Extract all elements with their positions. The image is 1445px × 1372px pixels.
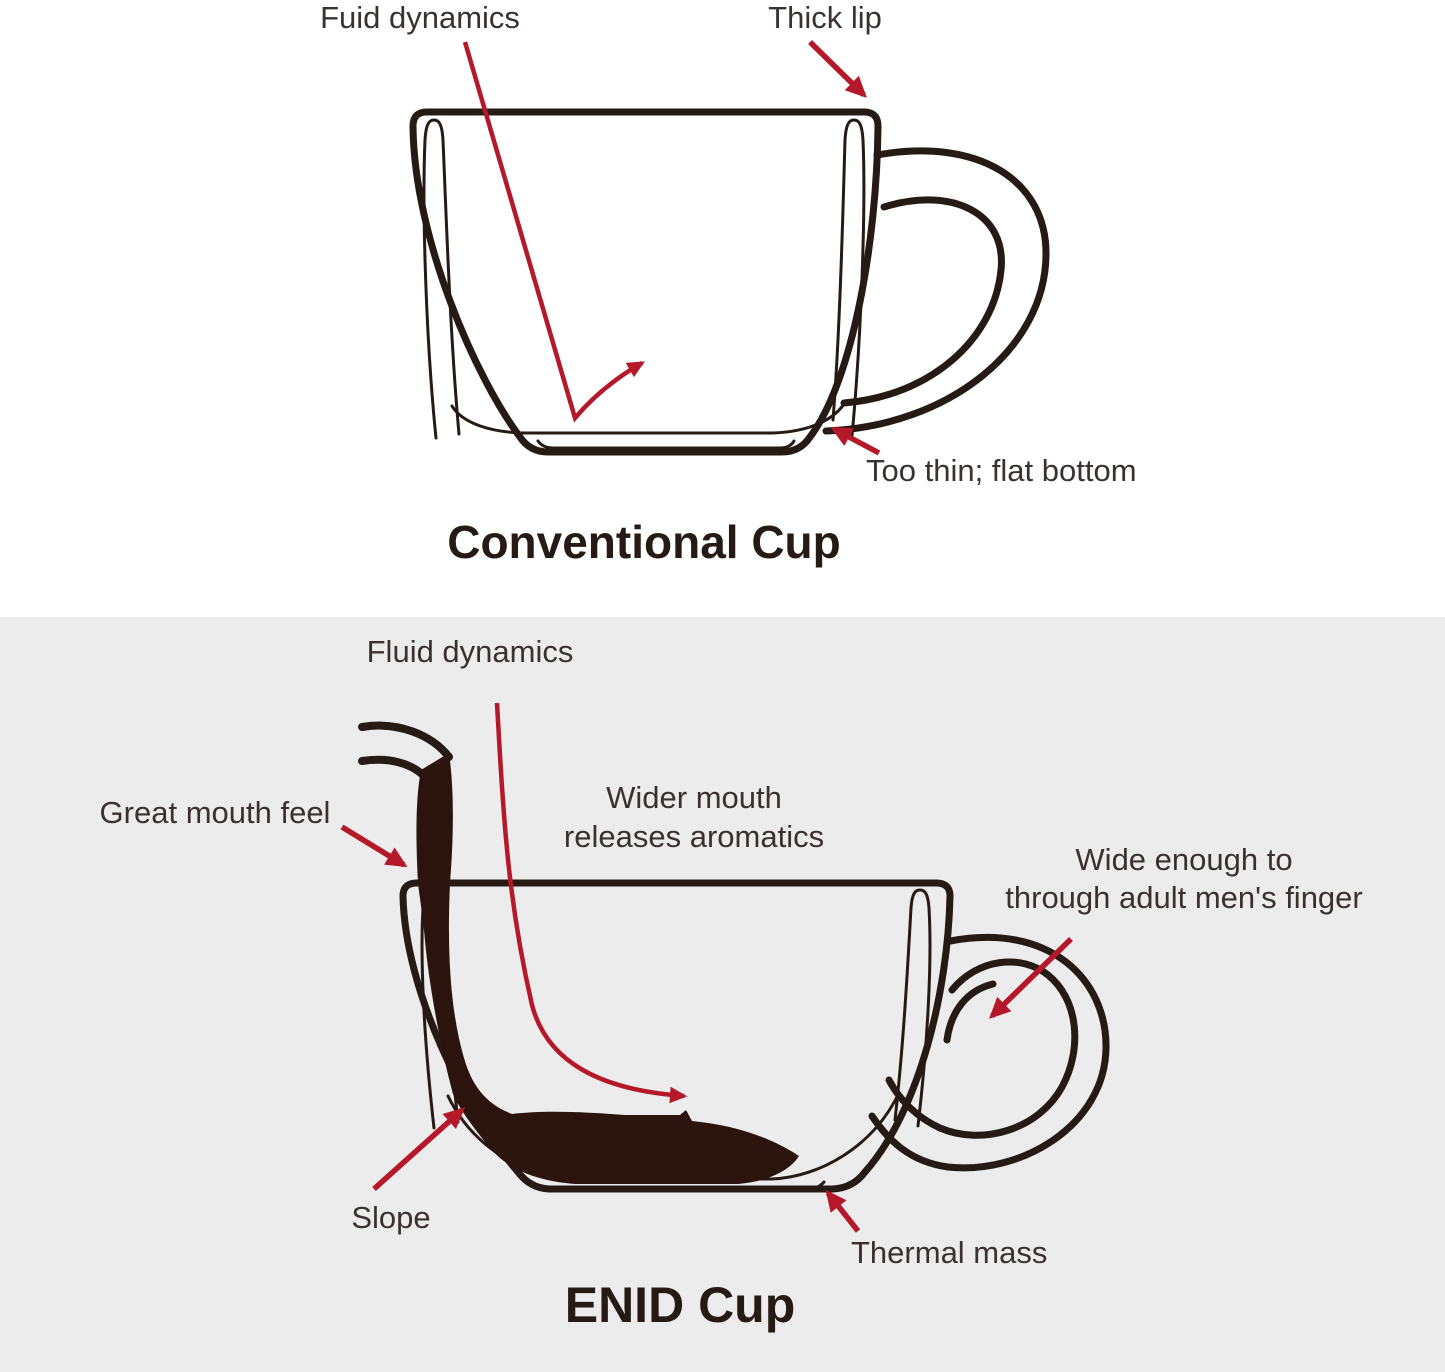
- spout-lower-line: [358, 755, 427, 779]
- thermal-mass-arrow: [825, 1189, 861, 1233]
- wider-mouth-label-line1: Wider mouth: [606, 780, 782, 815]
- thick-lip-label: Thick lip: [768, 0, 882, 35]
- enid-inner-wall-right: [893, 888, 932, 1128]
- wide-enough-label-line2: through adult men's finger: [1005, 880, 1362, 915]
- thick-lip-arrow: [808, 40, 867, 98]
- great-mouth-feel-arrow: [340, 824, 408, 868]
- slope-label: Slope: [351, 1200, 430, 1235]
- slope-arrow: [372, 1107, 466, 1192]
- fuid-dynamics-label: Fuid dynamics: [320, 0, 520, 35]
- enid-cup-panel: Fluid dynamics Great mouth feel Wider mo…: [100, 634, 1363, 1333]
- conventional-inner-wall-left: [422, 118, 461, 440]
- conventional-fluid-dynamics-line: [462, 41, 645, 423]
- enid-foot-line: [530, 1180, 826, 1191]
- conventional-cup-title: Conventional Cup: [447, 516, 841, 568]
- conventional-inner-wall-right: [831, 118, 866, 438]
- thermal-mass-label: Thermal mass: [851, 1235, 1047, 1270]
- too-thin-label: Too thin; flat bottom: [866, 453, 1137, 488]
- enid-handle-curl: [943, 980, 997, 1044]
- conventional-handle-inner: [840, 196, 1005, 407]
- enid-fluid-dynamics-curve: [494, 702, 688, 1104]
- wide-enough-arrow: [989, 937, 1073, 1019]
- conventional-inner-bottom: [450, 402, 846, 435]
- conventional-handle-outer: [822, 147, 1050, 435]
- wide-enough-label-line1: Wide enough to: [1075, 842, 1292, 877]
- spout-upper-line: [358, 721, 453, 761]
- enid-handle-inner: [885, 958, 1079, 1139]
- enid-cup-title: ENID Cup: [565, 1277, 796, 1333]
- coffee-stream-and-pool: [416, 753, 799, 1184]
- wider-mouth-label-line2: releases aromatics: [564, 819, 824, 854]
- enid-section-background: [0, 617, 1445, 1372]
- fluid-dynamics-label: Fluid dynamics: [367, 634, 574, 669]
- too-thin-arrow: [830, 426, 881, 456]
- conventional-foot-line: [536, 439, 796, 450]
- great-mouth-feel-label: Great mouth feel: [100, 795, 331, 830]
- conventional-cup-panel: Fuid dynamics Thick lip Too thin; flat b…: [320, 0, 1136, 568]
- conventional-cup-outline: [409, 108, 882, 456]
